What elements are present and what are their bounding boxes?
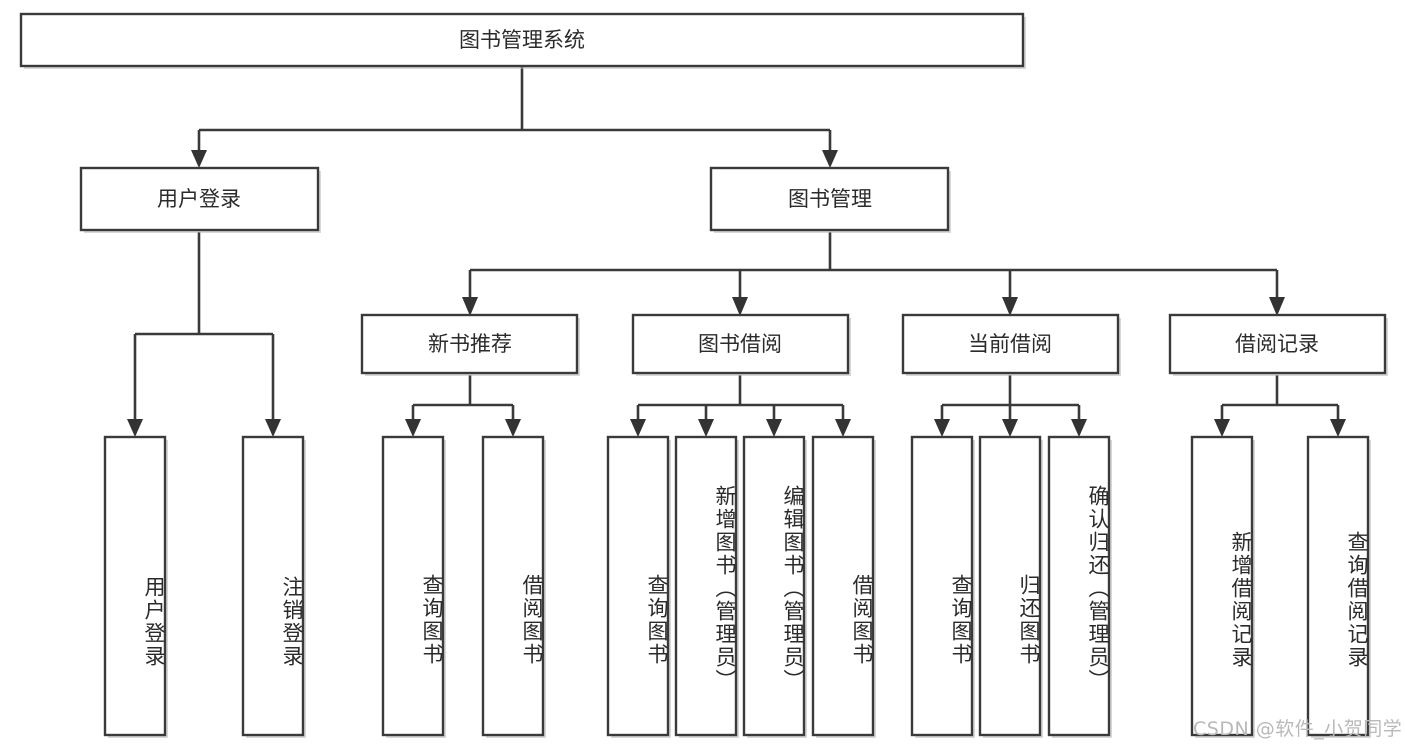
node-book-management[interactable]: 图书管理 xyxy=(709,166,951,233)
node-current-borrow[interactable]: 当前借阅 xyxy=(901,313,1121,376)
leaf-add-book-box[interactable] xyxy=(674,435,738,737)
node-root[interactable]: 图书管理系统 xyxy=(19,12,1026,69)
node-new-book-recommend-label: 新书推荐 xyxy=(428,332,512,356)
arrow-to-book-borrow xyxy=(732,297,748,316)
leaf-borrow-book-2[interactable] xyxy=(811,435,876,738)
leaf-logout[interactable] xyxy=(241,435,306,738)
leaf-borrow-book-1[interactable] xyxy=(481,435,546,738)
arrow-root-to-book-mgmt xyxy=(822,150,838,168)
leaf-query-book-3-box[interactable] xyxy=(910,435,974,737)
leaf-add-book[interactable] xyxy=(674,435,739,738)
arrow-current-leaf2 xyxy=(1002,419,1018,437)
node-root-label: 图书管理系统 xyxy=(459,28,585,52)
node-user-login[interactable]: 用户登录 xyxy=(79,166,321,233)
leaf-query-book-2[interactable] xyxy=(606,435,671,738)
arrow-leaf-logout xyxy=(265,419,281,437)
node-borrow-record[interactable]: 借阅记录 xyxy=(1168,313,1388,376)
leaf-borrow-book-2-box[interactable] xyxy=(811,435,875,737)
node-book-borrow-label: 图书借阅 xyxy=(698,332,782,356)
node-user-login-box[interactable] xyxy=(79,166,320,232)
arrow-record-leaf1 xyxy=(1214,419,1230,437)
arrow-current-leaf3 xyxy=(1071,419,1087,437)
connector-group xyxy=(127,66,1346,437)
leaf-edit-book[interactable] xyxy=(742,435,807,738)
arrow-to-new-book xyxy=(462,297,478,316)
leaf-add-borrow-record-box[interactable] xyxy=(1190,435,1254,737)
leaf-query-book-1-box[interactable] xyxy=(381,435,445,737)
node-book-management-box[interactable] xyxy=(709,166,950,232)
arrow-root-to-user-login xyxy=(191,150,207,168)
node-book-management-label: 图书管理 xyxy=(788,187,872,211)
node-borrow-record-label: 借阅记录 xyxy=(1235,332,1319,356)
node-root-box[interactable] xyxy=(19,12,1025,68)
node-user-login-label: 用户登录 xyxy=(157,187,241,211)
arrow-borrow-leaf1 xyxy=(630,419,646,437)
node-book-borrow-box[interactable] xyxy=(631,313,850,375)
arrow-newbook-leaf1 xyxy=(405,419,421,437)
leaf-edit-book-box[interactable] xyxy=(742,435,806,737)
leaf-add-borrow-record[interactable] xyxy=(1190,435,1255,738)
arrow-newbook-leaf2 xyxy=(505,419,521,437)
node-current-borrow-label: 当前借阅 xyxy=(968,332,1052,356)
leaf-query-book-3[interactable] xyxy=(910,435,975,738)
arrow-to-borrow-record xyxy=(1269,297,1285,316)
arrow-borrow-leaf2 xyxy=(698,419,714,437)
node-new-book-recommend[interactable]: 新书推荐 xyxy=(360,313,580,376)
csdn-watermark: CSDN @软件_小贺同学 xyxy=(1193,718,1403,740)
leaf-query-borrow-record-box[interactable] xyxy=(1306,435,1370,737)
node-current-borrow-box[interactable] xyxy=(901,313,1120,375)
arrow-borrow-leaf4 xyxy=(835,419,851,437)
leaf-return-book-box[interactable] xyxy=(978,435,1042,737)
node-book-borrow[interactable]: 图书借阅 xyxy=(631,313,851,376)
arrow-borrow-leaf3 xyxy=(766,419,782,437)
arrow-current-leaf1 xyxy=(934,419,950,437)
leaf-query-borrow-record[interactable] xyxy=(1306,435,1371,738)
arrow-to-current-borrow xyxy=(1002,297,1018,316)
arrow-record-leaf2 xyxy=(1330,419,1346,437)
arrow-leaf-user-login xyxy=(127,419,143,437)
leaf-confirm-return-box[interactable] xyxy=(1047,435,1111,737)
leaf-user-login[interactable] xyxy=(103,435,168,738)
leaf-user-login-box[interactable] xyxy=(103,435,167,737)
leaf-logout-box[interactable] xyxy=(241,435,305,737)
leaf-borrow-book-1-box[interactable] xyxy=(481,435,545,737)
node-borrow-record-box[interactable] xyxy=(1168,313,1387,375)
leaf-confirm-return[interactable] xyxy=(1047,435,1112,738)
leaf-return-book[interactable] xyxy=(978,435,1043,738)
node-new-book-recommend-box[interactable] xyxy=(360,313,579,375)
leaf-query-book-2-box[interactable] xyxy=(606,435,670,737)
leaf-query-book-1[interactable] xyxy=(381,435,446,738)
